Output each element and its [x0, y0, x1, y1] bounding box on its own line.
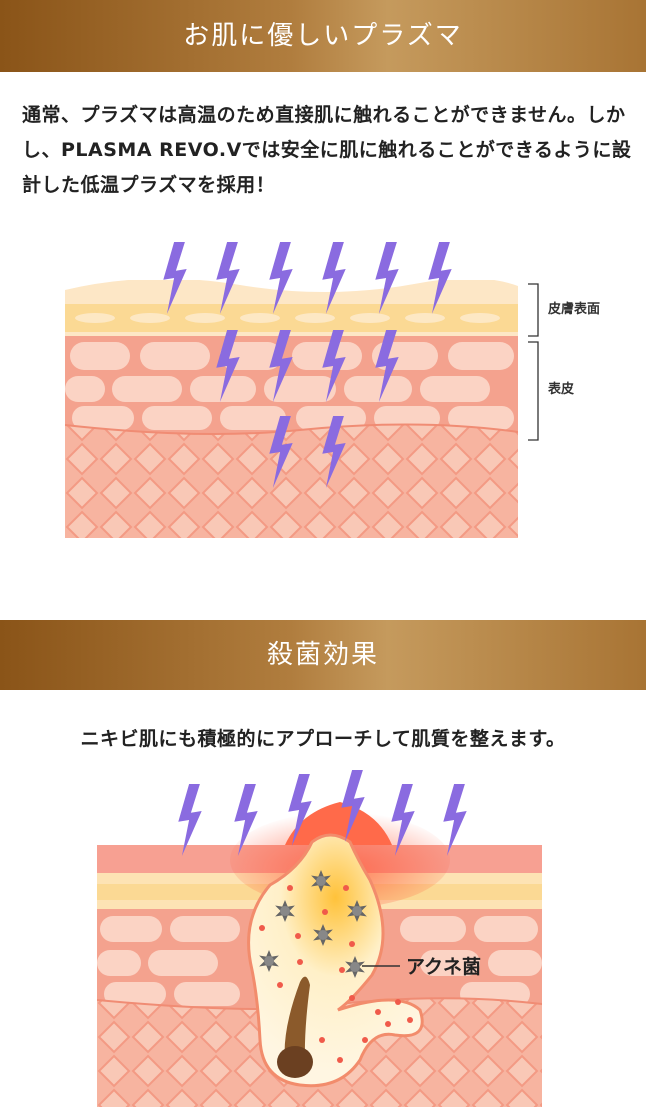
section-heading-plasma: お肌に優しいプラズマ	[0, 0, 646, 72]
label-skin-surface: 皮膚表面	[547, 301, 600, 317]
section-heading-sterilization: 殺菌効果	[0, 620, 646, 690]
skin-diagram-acne: アクネ菌	[97, 770, 542, 1107]
acne-description: ニキビ肌にも積極的にアプローチして肌質を整えます。	[80, 728, 566, 750]
skin-diagram-plasma: 皮膚表面 表皮	[65, 242, 600, 538]
label-epidermis: 表皮	[547, 381, 574, 397]
plasma-description: 通常、プラズマは高温のため直接肌に触れることができません。しかし、PLASMA …	[22, 104, 632, 196]
label-acne-bacteria: アクネ菌	[406, 955, 481, 978]
